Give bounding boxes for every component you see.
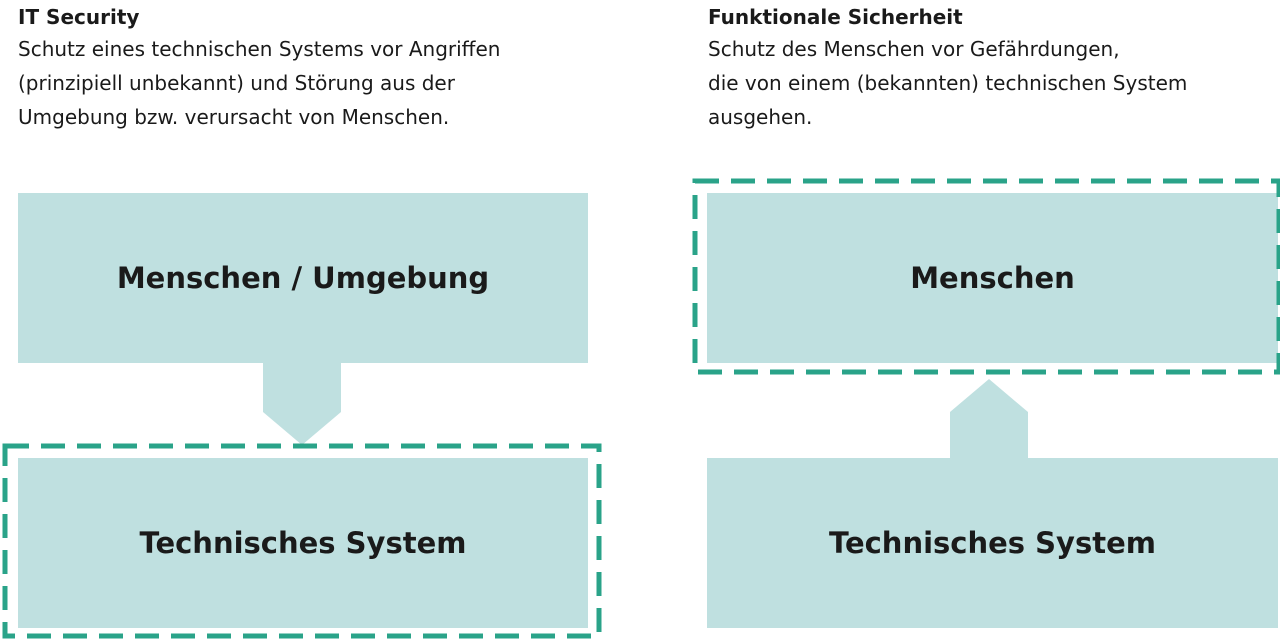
functional-safety-title: Funktionale Sicherheit — [708, 5, 963, 29]
functional-safety-protection-boundary — [692, 178, 1280, 375]
it-security-protection-boundary — [2, 443, 602, 639]
it-security-top-box — [18, 193, 588, 363]
functional-safety-description: Schutz des Menschen vor Gefährdungen, di… — [708, 32, 1187, 134]
functional-safety-bottom-box — [707, 458, 1278, 628]
it-security-description: Schutz eines technischen Systems vor Ang… — [18, 32, 500, 134]
it-security-panel: IT Security Schutz eines technischen Sys… — [2, 5, 602, 639]
functional-safety-top-box — [707, 193, 1278, 363]
it-security-bottom-box — [18, 458, 588, 628]
it-security-description-line-1: Schutz eines technischen Systems vor Ang… — [18, 37, 501, 61]
functional-safety-description-line-3: ausgehen. — [708, 105, 813, 129]
functional-safety-description-line-2: die von einem (bekannten) technischen Sy… — [708, 71, 1188, 95]
it-security-title: IT Security — [18, 5, 140, 29]
functional-safety-description-line-1: Schutz des Menschen vor Gefährdungen, — [708, 37, 1120, 61]
functional-safety-bottom-box-label: Technisches System — [829, 526, 1156, 560]
it-security-bottom-box-label: Technisches System — [139, 526, 467, 560]
it-security-diagram — [2, 193, 602, 639]
functional-safety-diagram — [692, 178, 1280, 628]
it-security-attack-arrow — [263, 362, 341, 445]
it-security-description-line-2: (prinzipiell unbekannt) und Störung aus … — [18, 71, 455, 95]
it-security-top-box-label: Menschen / Umgebung — [116, 261, 490, 295]
it-security-description-line-3: Umgebung bzw. verursacht von Menschen. — [18, 105, 450, 129]
functional-safety-panel: Funktionale Sicherheit Schutz des Mensch… — [640, 0, 1280, 642]
functional-safety-hazard-arrow — [950, 379, 1028, 458]
functional-safety-top-box-label: Menschen — [910, 261, 1075, 295]
